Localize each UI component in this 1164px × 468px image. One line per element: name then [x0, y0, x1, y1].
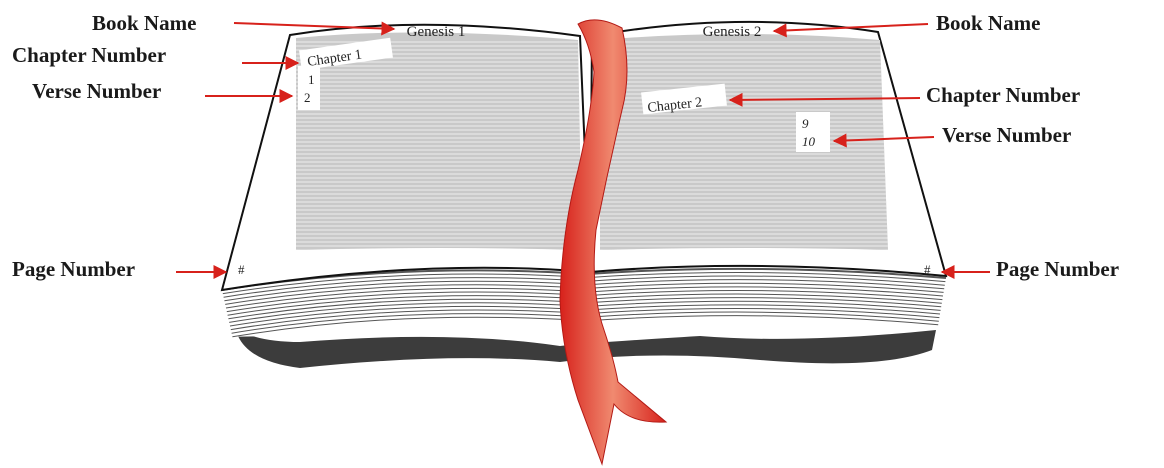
- label-chapter-number-left: Chapter Number: [12, 43, 166, 67]
- left-book-name: Genesis 1: [407, 24, 466, 40]
- label-book-name-right: Book Name: [936, 11, 1040, 35]
- left-verse-1: 1: [308, 72, 315, 87]
- right-page-number: #: [924, 262, 931, 277]
- left-page-number: #: [238, 262, 245, 277]
- label-verse-number-right: Verse Number: [942, 123, 1071, 147]
- label-chapter-number-right: Chapter Number: [926, 83, 1080, 107]
- label-page-number-left: Page Number: [12, 257, 135, 281]
- label-page-number-right: Page Number: [996, 257, 1119, 281]
- right-verse-10: 10: [802, 134, 816, 149]
- right-verse-9: 9: [802, 116, 809, 131]
- label-book-name-left: Book Name: [92, 11, 196, 35]
- label-verse-number-left: Verse Number: [32, 79, 161, 103]
- right-book-name: Genesis 2: [703, 24, 762, 40]
- left-verse-2: 2: [304, 90, 311, 105]
